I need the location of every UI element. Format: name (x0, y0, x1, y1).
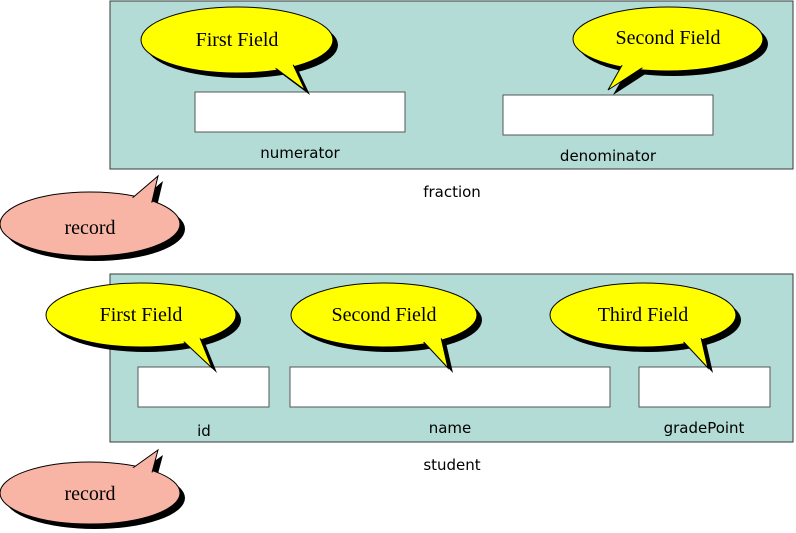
record-name-student: student (423, 456, 480, 474)
record-student: id name gradePoint student First Field (0, 273, 794, 529)
callout-third-field-student: Third Field (549, 282, 741, 373)
callout-text-first-field-student: First Field (100, 304, 183, 326)
record-name-fraction: fraction (423, 183, 481, 201)
field-box-denominator (502, 94, 714, 136)
callout-text-second-field-student: Second Field (332, 304, 437, 326)
callout-second-field-student: Second Field (290, 282, 482, 373)
field-box-id (137, 366, 270, 408)
field-box-name (289, 366, 611, 408)
field-label-name: name (429, 419, 472, 437)
field-label-denominator: denominator (560, 147, 657, 165)
field-box-gradepoint (638, 366, 771, 408)
record-fraction: numerator denominator fraction First Fie… (0, 0, 794, 261)
callout-first-field-fraction: First Field (140, 6, 338, 95)
field-label-gradepoint: gradePoint (664, 419, 745, 437)
callout-text-third-field-student: Third Field (598, 304, 689, 326)
callout-text-first-field-fraction: First Field (196, 29, 279, 51)
callout-second-field-fraction: Second Field (572, 6, 768, 95)
callout-record-student: record (0, 448, 185, 529)
callout-text-record-fraction: record (64, 217, 115, 239)
callout-text-record-student: record (64, 483, 115, 505)
field-box-numerator (194, 91, 406, 133)
callout-first-field-student: First Field (45, 282, 241, 373)
field-label-numerator: numerator (260, 144, 340, 162)
field-label-id: id (197, 422, 211, 440)
callout-record-fraction: record (0, 174, 185, 261)
callout-text-second-field-fraction: Second Field (616, 27, 721, 49)
